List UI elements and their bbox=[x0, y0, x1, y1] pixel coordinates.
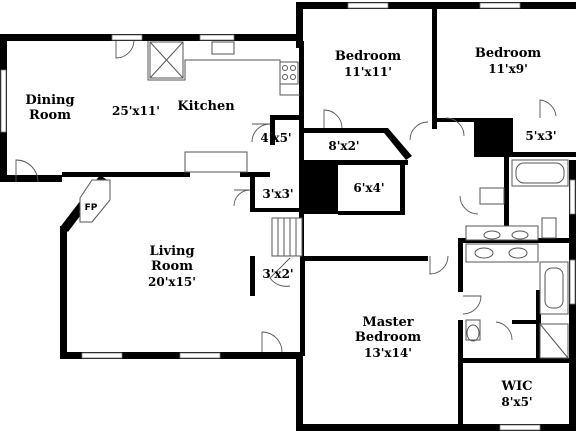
bedroom2-label: Bedroom bbox=[475, 46, 542, 61]
bedroom2-dims: 11'x9' bbox=[488, 62, 528, 76]
dining-room-label-line1: Dining bbox=[25, 93, 74, 108]
dining-room-label-line2: Room bbox=[29, 108, 71, 123]
closet-3x3-dims: 3'x3' bbox=[262, 187, 293, 201]
living-room-dims: 20'x15' bbox=[148, 275, 196, 289]
master-bedroom-dims: 13'x14' bbox=[364, 346, 412, 360]
master-bedroom-label-line1: Master bbox=[362, 315, 413, 330]
doors bbox=[15, 40, 557, 353]
wic-dims: 8'x5' bbox=[501, 395, 532, 409]
room-labels: Dining Room 25'x11' Kitchen Bedroom 11'x… bbox=[25, 46, 556, 409]
closet-3x2-dims: 3'x2' bbox=[262, 267, 293, 281]
bedroom1-dims: 11'x11' bbox=[344, 65, 392, 79]
wic-label: WIC bbox=[500, 379, 532, 394]
kitchen-dims: 25'x11' bbox=[112, 104, 160, 118]
fireplace-hearth bbox=[79, 179, 111, 223]
hall-8x2-dims: 8'x2' bbox=[328, 139, 359, 153]
closet-6x4-dims: 6'x4' bbox=[353, 181, 384, 195]
stairs bbox=[271, 217, 303, 257]
closet-5x3-dims: 5'x3' bbox=[525, 129, 556, 143]
bedroom1-label: Bedroom bbox=[335, 49, 402, 64]
fireplace-label: FP bbox=[85, 203, 98, 213]
kitchen-fixtures bbox=[147, 41, 300, 173]
closet-4x5-dims: 4'x5' bbox=[260, 131, 291, 145]
kitchen-label: Kitchen bbox=[177, 99, 235, 114]
master-bedroom-label-line2: Bedroom bbox=[355, 330, 422, 345]
living-room-label-line2: Room bbox=[151, 259, 193, 274]
living-room-label-line1: Living bbox=[149, 244, 194, 259]
bathroom-fixtures bbox=[465, 159, 569, 359]
